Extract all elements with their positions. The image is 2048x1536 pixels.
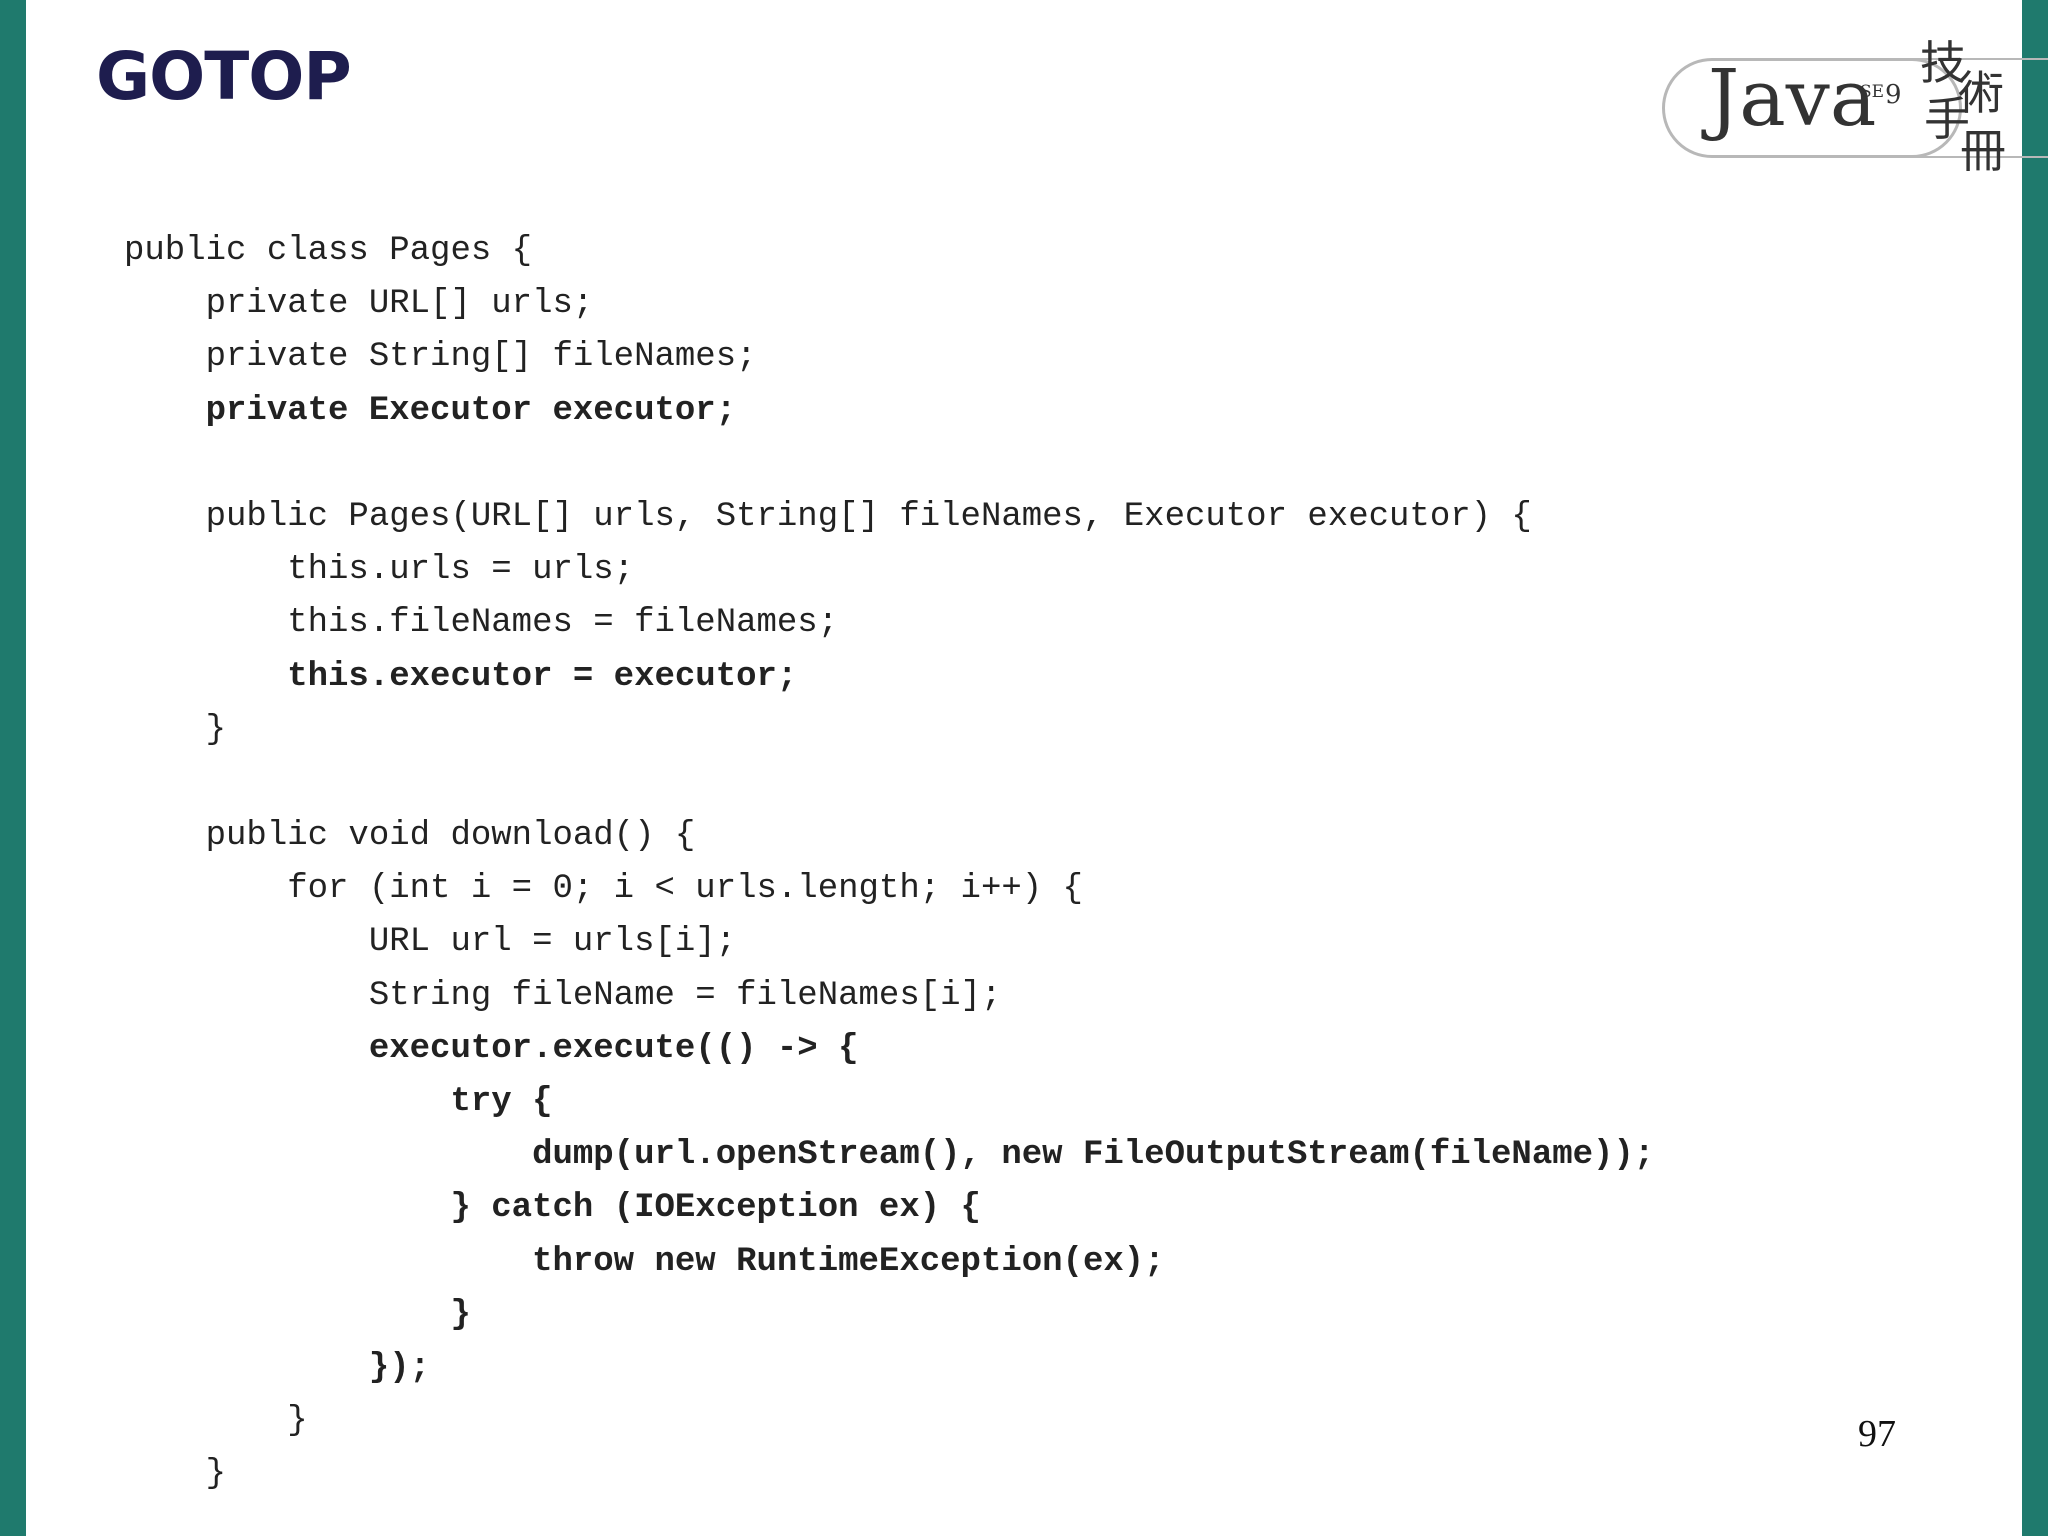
code-line: private URL[] urls; [124,285,594,324]
slide: GOTOP Java SE 9 技 術 手 冊 public class Pag… [26,0,2048,1536]
code-line: URL url = urls[i]; [124,923,737,962]
code-block: public class Pages { private URL[] urls;… [124,225,1654,1502]
badge-cjk-char: 術 [1958,66,2004,120]
badge-version-text: 9 [1885,80,1902,110]
code-line: } [124,1402,308,1441]
code-line [124,757,1654,810]
code-line: for (int i = 0; i < urls.length; i++) { [124,870,1083,909]
code-line: this.executor = executor; [124,657,798,696]
code-line: try { [124,1083,553,1121]
code-line: private String[] fileNames; [124,338,757,377]
code-line: executor.execute(() -> { [124,1029,859,1068]
code-line: public class Pages { [124,232,533,270]
code-line: } [124,1455,227,1494]
badge-line-top [1902,58,2048,60]
code-line: this.fileNames = fileNames; [124,604,839,643]
page-number: 97 [1858,1413,1896,1455]
badge-cjk-char: 技 [1920,36,1966,90]
badge-line-bottom [1902,156,2048,158]
code-line: throw new RuntimeException(ex); [124,1242,1165,1281]
java-book-badge: Java SE 9 技 術 手 冊 [1662,40,2048,180]
badge-java-text: Java [1708,54,1877,144]
code-line: } [124,710,227,749]
code-line: String fileName = fileNames[i]; [124,976,1002,1015]
code-line: public void download() { [124,817,696,856]
code-line: public Pages(URL[] urls, String[] fileNa… [124,497,1532,536]
code-line: dump(url.openStream(), new FileOutputStr… [124,1136,1655,1175]
badge-cjk-char: 冊 [1960,124,2006,178]
code-line: } catch (IOException ex) { [124,1189,981,1228]
publisher-logo: GOTOP [96,38,352,115]
badge-se-text: SE [1860,82,1885,102]
left-accent-bar [0,0,26,1536]
badge-cjk-char: 手 [1924,92,1970,146]
badge-oval [1662,58,1962,158]
code-line [124,438,1654,491]
code-line: this.urls = urls; [124,551,635,590]
code-line: private Executor executor; [124,391,737,430]
code-line: }); [124,1348,431,1387]
code-line: } [124,1295,471,1334]
right-accent-bar [2022,0,2048,1536]
